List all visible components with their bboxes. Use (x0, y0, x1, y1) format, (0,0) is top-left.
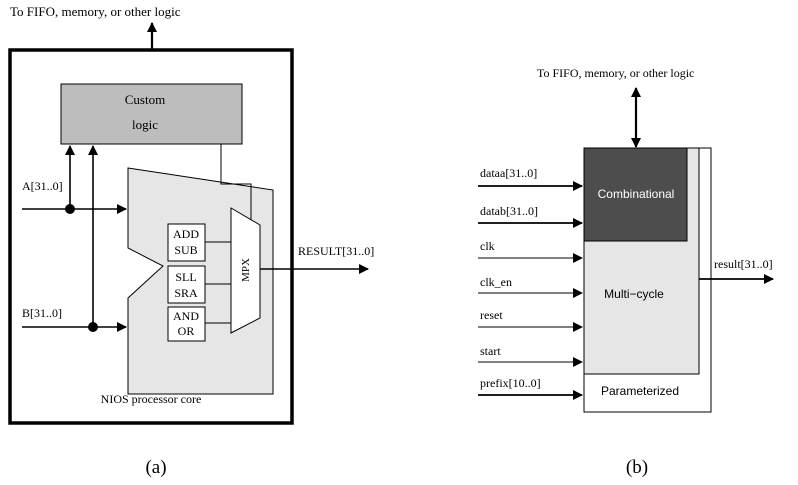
caption-a: (a) (145, 457, 166, 478)
addsub-label-1: ADD (173, 227, 199, 241)
addsub-unit (167, 223, 206, 262)
input-b-label: B[31..0] (22, 306, 62, 320)
combinational-box (583, 147, 688, 242)
custom-logic-block (60, 83, 243, 145)
multicycle-label: Multi−cycle (604, 287, 664, 301)
logic-label-2: OR (178, 324, 195, 338)
figure-b: To FIFO, memory, or other logic Combinat… (478, 66, 774, 478)
figure-a: To FIFO, memory, or other logic Custom l… (8, 4, 374, 478)
input-a-label: A[31..0] (22, 179, 63, 193)
result-label: RESULT[31..0] (298, 244, 374, 258)
input-dataa-label: dataa[31..0] (480, 166, 537, 180)
custom-to-mux-wire (220, 144, 252, 225)
input-start-label: start (480, 344, 501, 358)
result-b-label: result[31..0] (714, 257, 773, 271)
a-top-label: To FIFO, memory, or other logic (10, 4, 181, 19)
input-clk-en-label: clk_en (480, 275, 512, 289)
shift-label-2: SRA (174, 286, 198, 300)
input-datab-label: datab[31..0] (480, 204, 538, 218)
custom-logic-label-1: Custom (125, 92, 165, 107)
logic-unit (167, 306, 206, 342)
combinational-label: Combinational (598, 187, 675, 201)
mux-label: MPX (240, 258, 252, 282)
input-reset-label: reset (480, 308, 503, 322)
mux (230, 207, 261, 334)
logic-label-1: AND (173, 309, 199, 323)
core-label: NIOS processor core (101, 392, 202, 406)
input-clk-label: clk (480, 239, 495, 253)
custom-logic-label-2: logic (132, 117, 158, 132)
shift-label-1: SLL (175, 270, 196, 284)
b-top-label: To FIFO, memory, or other logic (537, 66, 694, 80)
caption-b: (b) (626, 457, 648, 478)
addsub-label-2: SUB (174, 243, 197, 257)
input-prefix-label: prefix[10..0] (480, 376, 541, 390)
shift-unit (167, 265, 206, 304)
parameterized-label: Parameterized (601, 384, 679, 398)
